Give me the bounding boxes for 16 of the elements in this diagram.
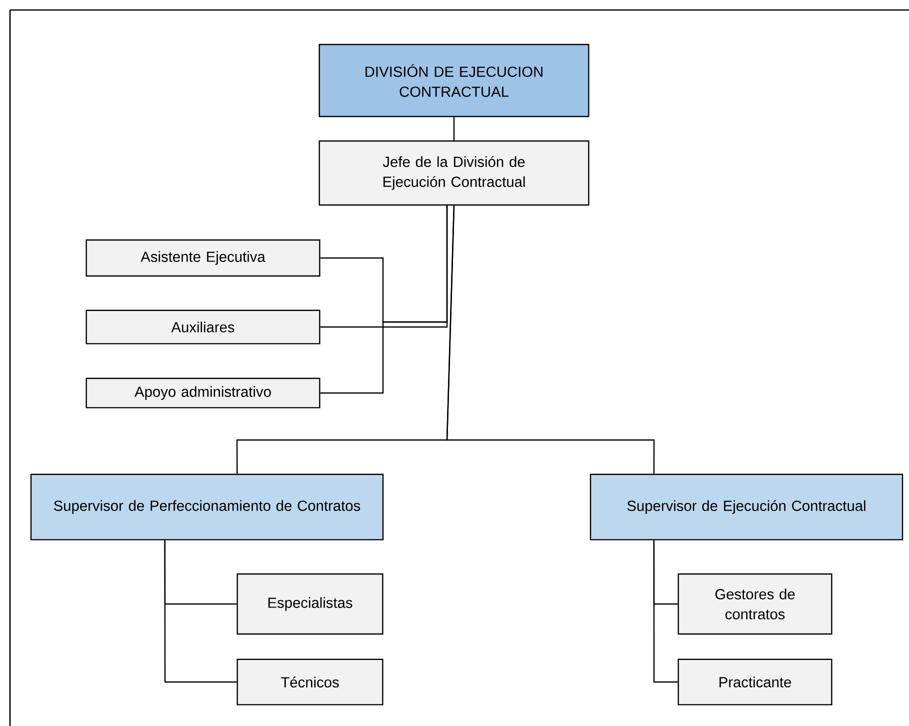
staff-box: Técnicos	[236, 658, 384, 706]
staff-box: Especialistas	[236, 573, 384, 635]
connector	[446, 206, 655, 474]
staff-box: Gestores de contratos	[678, 573, 832, 635]
staff-box: Practicante	[678, 658, 832, 706]
staff-box: Auxiliares	[86, 310, 320, 344]
supervisor-box: Supervisor de Ejecución Contractual	[590, 474, 904, 540]
staff-box: Apoyo administrativo	[86, 378, 320, 408]
connector	[653, 540, 678, 683]
connector	[453, 117, 455, 140]
connector	[164, 540, 237, 683]
connector	[320, 205, 448, 394]
staff-box: Asistente Ejecutiva	[86, 239, 320, 277]
head-box: Jefe de la División de Ejecución Contractual	[318, 140, 590, 206]
supervisor-box: Supervisor de Perfeccionamiento de Contratos	[30, 474, 384, 540]
division-box: DIVISIÓN DE EJECUCION CONTRACTUAL	[318, 44, 590, 118]
